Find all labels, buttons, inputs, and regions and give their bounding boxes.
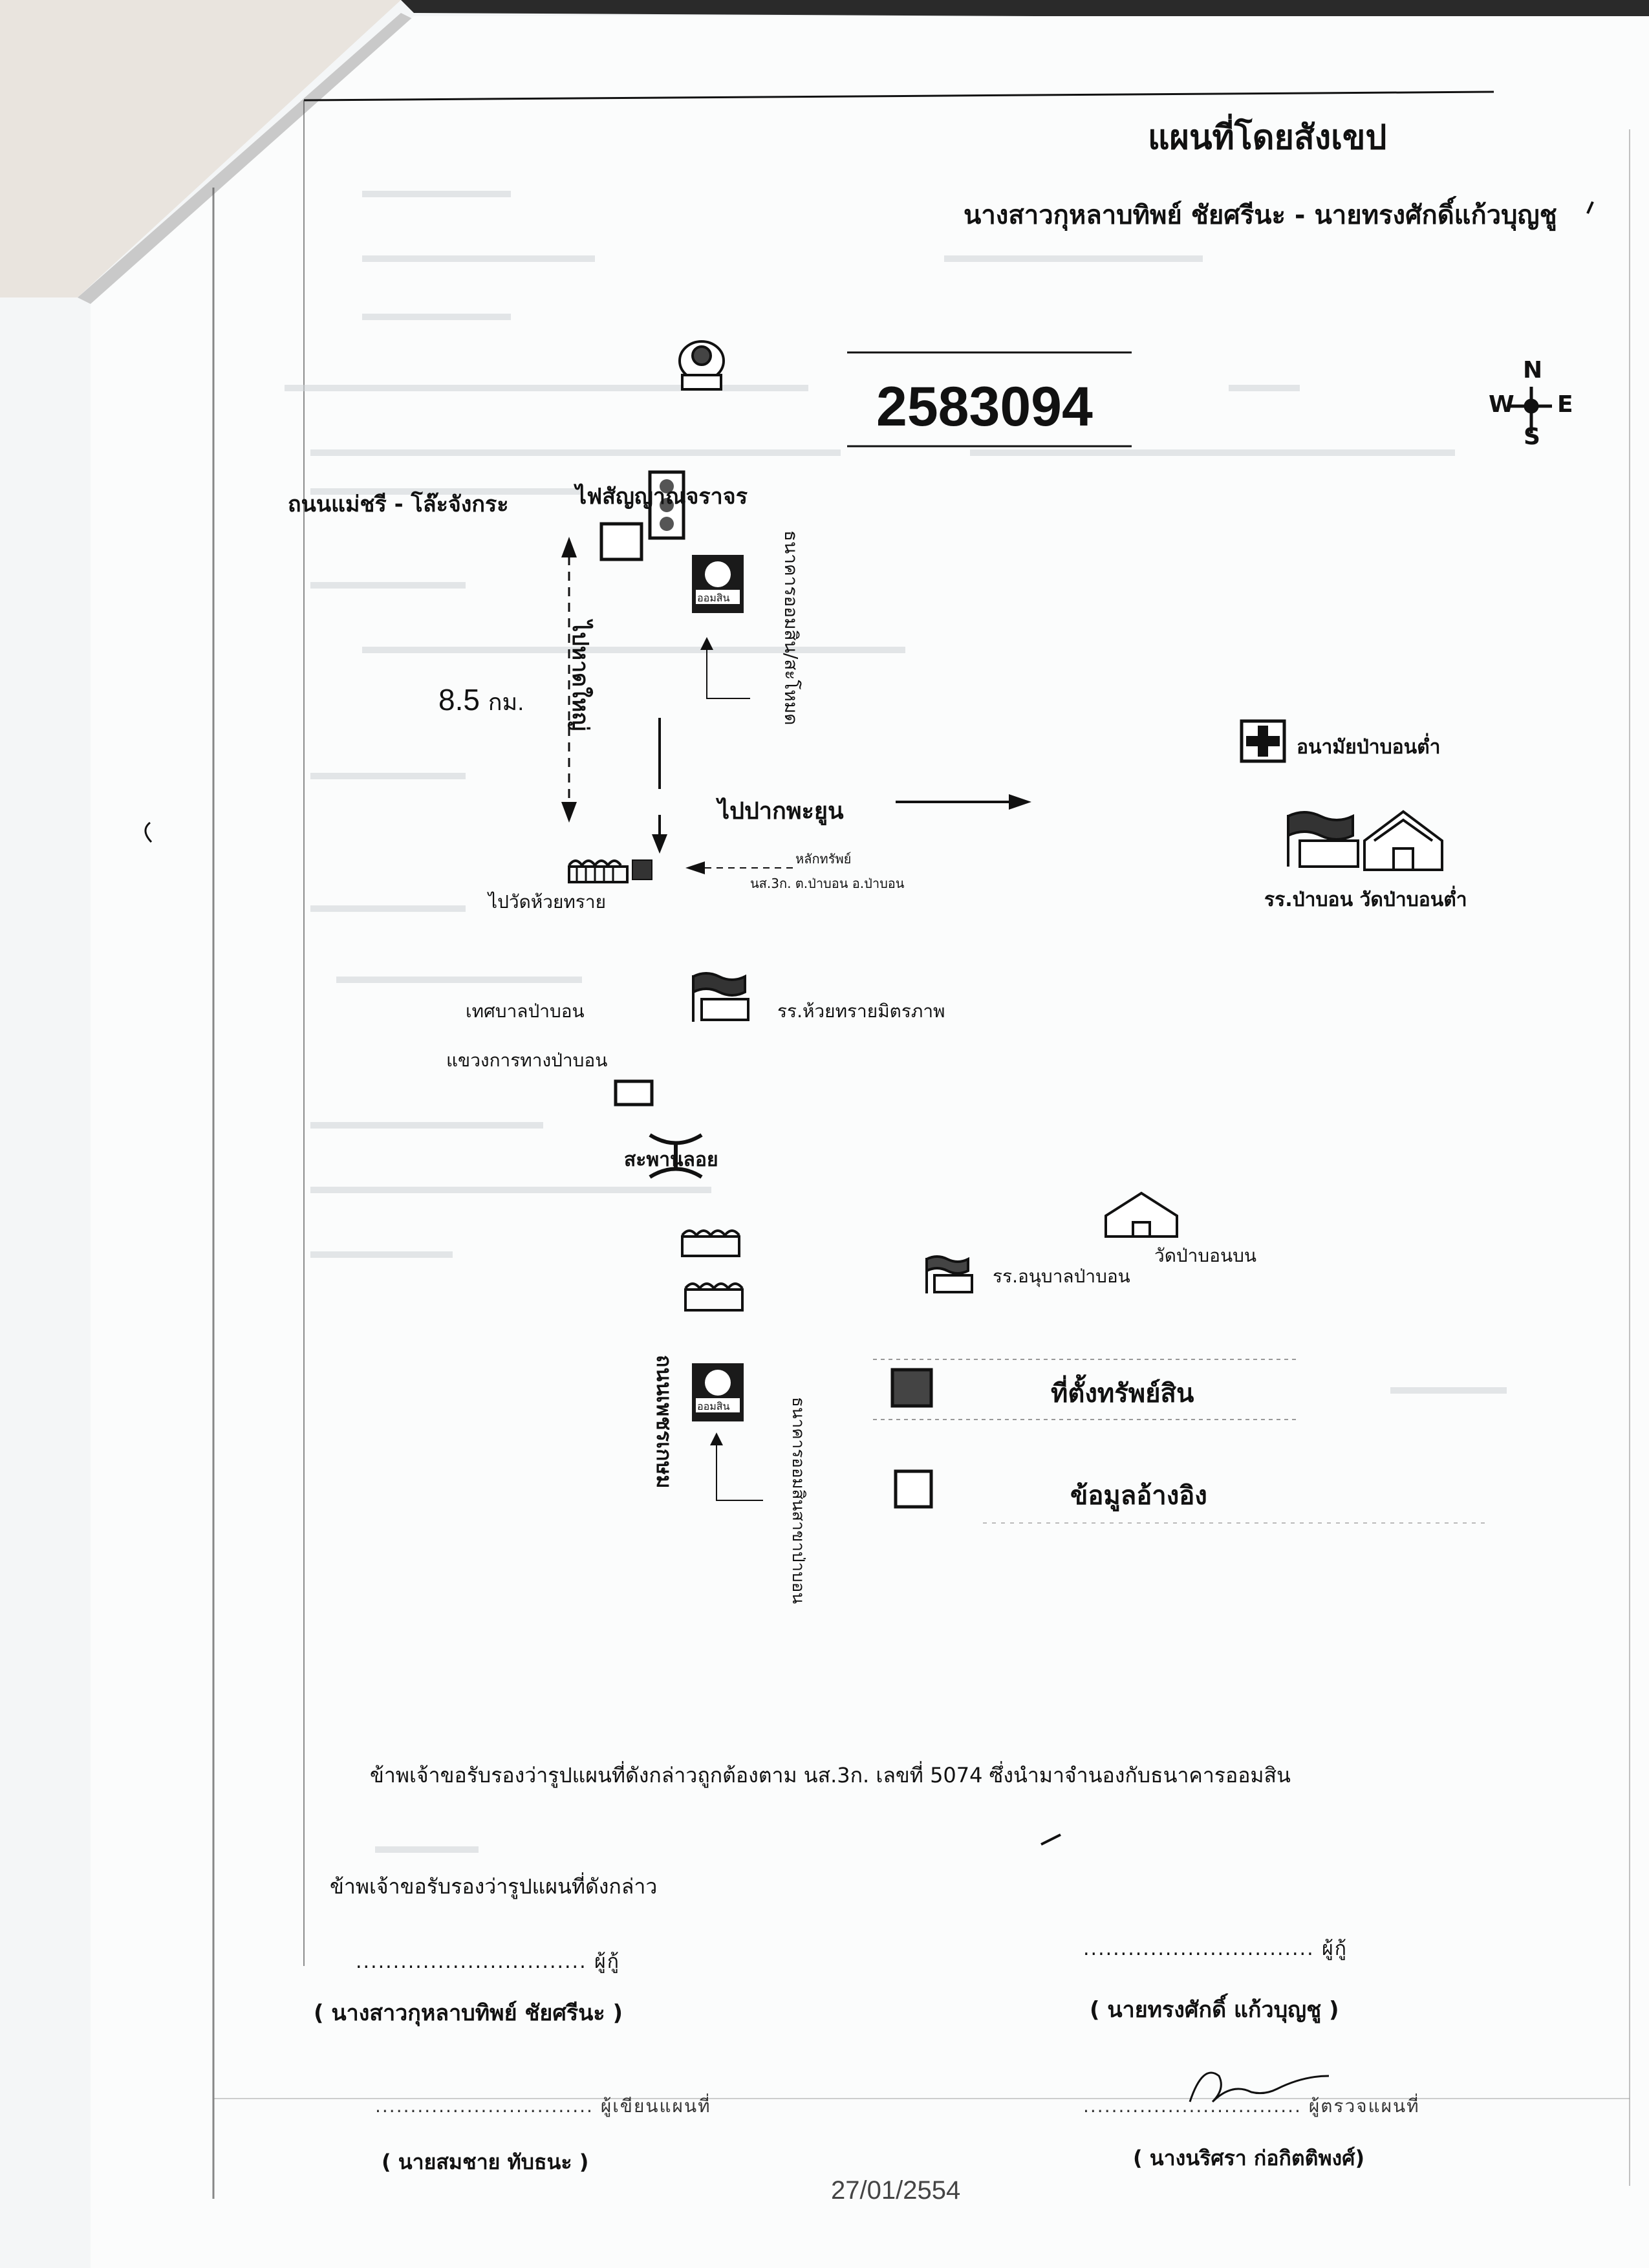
property-marker-sub: นส.3ก. ต.ป่าบอน อ.ป่าบอน: [750, 876, 905, 891]
road-phet-kasem-label: ถนนเพชรเกษม: [652, 1355, 676, 1489]
owner-names: นางสาวกุหลาบทิพย์ ชัยศรีนะ - นายทรงศักดิ…: [964, 200, 1557, 230]
distance-value: 8.5: [438, 683, 480, 717]
to-pak-phayun-label: ไปปากพะยูน: [718, 798, 844, 825]
borrower2-name: ( นายทรงศักดิ์ แก้วบุญชู ): [1090, 1997, 1339, 2023]
certification-statement: ข้าพเจ้าขอรับรองว่ารูปแผนที่ดังกล่าวถูกต…: [370, 1763, 1291, 1787]
map-checker-signature-line: ............................... ผู้ตรวจแ…: [1083, 2092, 1420, 2121]
bank-branch-2-label: ธนาคารออมสินสาขาป่าบอน: [788, 1397, 808, 1604]
legend-property-label: ที่ตั้งทรัพย์สิน: [1051, 1379, 1194, 1409]
school-huai-sai-label: รร.ห้วยทรายมิตรภาพ: [777, 1000, 945, 1022]
school-temple-pa-bon-label: รร.ป่าบอน วัดป่าบอนต่ำ: [1264, 889, 1467, 911]
borrower2-signature-line: ............................... ผู้กู้: [1083, 1934, 1348, 1964]
floating-bridge-label: สะพานลอย: [624, 1149, 718, 1171]
borrower2-role: ผู้กู้: [1322, 1938, 1348, 1960]
map-checker-name: ( นางนริศรา ก่อกิตติพงศ์): [1133, 2146, 1365, 2170]
compass-north: N: [1523, 357, 1543, 383]
legend-reference-label: ข้อมูลอ้างอิง: [1070, 1481, 1207, 1511]
bank-icon-1-text: ออมสิน: [697, 592, 730, 604]
borrower1-role: ผู้กู้: [594, 1950, 620, 1973]
map-title: แผนที่โดยสังเขป: [1148, 118, 1387, 157]
borrower1-name: ( นางสาวกุหลาบทิพย์ ชัยศรีนะ ): [314, 2000, 623, 2026]
highway-district-label: แขวงการทางป่าบอน: [446, 1050, 608, 1071]
map-writer-name: ( นายสมชาย ทับธนะ ): [382, 2150, 589, 2174]
temple-pa-bon-bon-label: วัดป่าบอนบน: [1154, 1245, 1257, 1266]
certification-sub-statement: ข้าพเจ้าขอรับรองว่ารูปแผนที่ดังกล่าว: [330, 1874, 658, 1899]
to-wat-huai-sai-label: ไปวัดห้วยทราย: [488, 891, 606, 913]
compass-south: S: [1524, 424, 1540, 450]
health-center-label: อนามัยป่าบอนต่ำ: [1297, 736, 1441, 759]
map-checker-role: ผู้ตรวจแผนที่: [1308, 2095, 1420, 2117]
borrower1-signature-line: ............................... ผู้กู้: [356, 1947, 620, 1977]
traffic-light-label: ไฟสัญญาณจราจร: [576, 484, 748, 510]
distance-label: 8.5 กม.: [438, 682, 524, 720]
municipality-label: เทศบาลป่าบอน: [466, 1000, 585, 1022]
compass-west: W: [1489, 391, 1514, 418]
borrower2-dots: ...............................: [1083, 1938, 1315, 1960]
map-writer-dots: ...............................: [375, 2095, 594, 2117]
document-number: 2583094: [876, 376, 1093, 438]
distance-unit: กม.: [488, 689, 524, 715]
bank-branch-1-label: ธนาคารออมสิน/สะโหมด: [781, 530, 802, 726]
property-marker-label: หลักทรัพย์: [795, 851, 852, 867]
to-hat-yai-label: ไปหาดใหญ่: [567, 621, 593, 731]
document-date: 27/01/2554: [831, 2176, 961, 2205]
road-mae-chari-label: ถนนแม่ชรี - โล๊ะจังกระ: [288, 491, 509, 517]
map-writer-signature-line: ............................... ผู้เขียน…: [375, 2092, 711, 2121]
map-checker-dots: ...............................: [1083, 2095, 1302, 2117]
bank-icon-2-text: ออมสิน: [697, 1400, 730, 1412]
compass-east: E: [1557, 391, 1573, 418]
kindergarten-label: รร.อนุบาลป่าบอน: [993, 1266, 1130, 1287]
borrower1-dots: ...............................: [356, 1950, 587, 1973]
map-writer-role: ผู้เขียนแผนที่: [600, 2095, 711, 2117]
